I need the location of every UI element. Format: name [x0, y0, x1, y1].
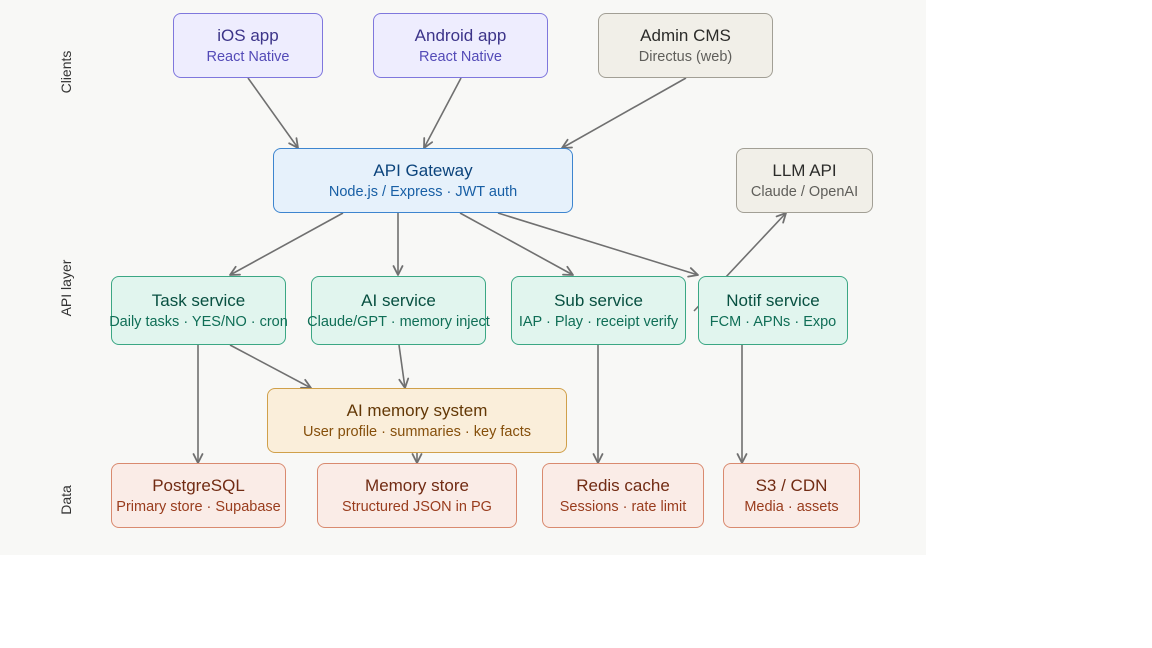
node-subtitle: Claude / OpenAI — [750, 183, 859, 200]
node-postgresql[interactable]: PostgreSQL Primary store · Supabase — [111, 463, 286, 528]
node-title: Admin CMS — [640, 25, 731, 45]
node-s3-cdn[interactable]: S3 / CDN Media · assets — [723, 463, 860, 528]
edge-gateway-to-notif — [497, 212, 699, 278]
node-subtitle: React Native — [418, 48, 502, 65]
node-api-gateway[interactable]: API Gateway Node.js / Express · JWT auth — [273, 148, 573, 213]
node-llm-api[interactable]: LLM API Claude / OpenAI — [736, 148, 873, 213]
node-title: Android app — [414, 25, 507, 45]
node-subtitle: Sessions · rate limit — [559, 498, 687, 515]
edge-gateway-to-sub — [459, 212, 574, 276]
node-subtitle: Node.js / Express · JWT auth — [328, 183, 518, 200]
node-title: Notif service — [726, 290, 820, 310]
node-ai-service[interactable]: AI service Claude/GPT · memory inject — [307, 276, 490, 345]
edge-task-to-memsys — [229, 344, 312, 389]
node-ai-memory-system[interactable]: AI memory system User profile · summarie… — [267, 388, 567, 453]
diagram-canvas: Clients API layer Data iOS app React Nat… — [58, 13, 873, 528]
edge-gateway-to-task — [229, 212, 344, 276]
node-notif-service[interactable]: Notif service FCM · APNs · Expo — [698, 276, 848, 345]
node-ios-app[interactable]: iOS app React Native — [173, 13, 323, 78]
node-subtitle: Daily tasks · YES/NO · cron — [109, 313, 288, 330]
node-sub-service[interactable]: Sub service IAP · Play · receipt verify — [511, 276, 686, 345]
node-subtitle: Media · assets — [744, 498, 839, 515]
edges-layer — [192, 77, 787, 464]
edge-android-to-gateway — [423, 77, 462, 149]
node-title: PostgreSQL — [152, 475, 245, 495]
node-android-app[interactable]: Android app React Native — [373, 13, 548, 78]
edge-ios-to-gateway — [247, 77, 299, 149]
node-title: Sub service — [554, 290, 643, 310]
edge-admin-to-gateway — [561, 77, 687, 149]
node-subtitle: FCM · APNs · Expo — [709, 313, 837, 330]
node-title: AI service — [361, 290, 436, 310]
node-subtitle: Structured JSON in PG — [342, 498, 492, 515]
node-redis-cache[interactable]: Redis cache Sessions · rate limit — [542, 463, 704, 528]
node-memory-store[interactable]: Memory store Structured JSON in PG — [317, 463, 517, 528]
node-title: LLM API — [772, 160, 837, 180]
node-task-service[interactable]: Task service Daily tasks · YES/NO · cron — [109, 276, 288, 345]
node-subtitle: React Native — [206, 48, 290, 65]
node-title: Redis cache — [576, 475, 670, 495]
node-subtitle: IAP · Play · receipt verify — [518, 313, 679, 330]
node-title: API Gateway — [373, 160, 473, 180]
edge-ai-to-memsys — [398, 344, 410, 389]
node-title: Memory store — [365, 475, 469, 495]
node-title: Task service — [151, 290, 246, 310]
node-title: S3 / CDN — [755, 475, 828, 495]
node-subtitle: Primary store · Supabase — [116, 498, 281, 515]
lane-label-clients: Clients — [58, 50, 74, 94]
lane-label-api-layer: API layer — [58, 259, 74, 317]
lane-label-data: Data — [58, 485, 74, 515]
node-title: AI memory system — [346, 400, 488, 420]
node-admin-cms[interactable]: Admin CMS Directus (web) — [598, 13, 773, 78]
node-title: iOS app — [217, 25, 279, 45]
node-subtitle: Directus (web) — [638, 48, 733, 65]
node-subtitle: Claude/GPT · memory inject — [307, 313, 490, 330]
node-subtitle: User profile · summaries · key facts — [302, 423, 532, 440]
